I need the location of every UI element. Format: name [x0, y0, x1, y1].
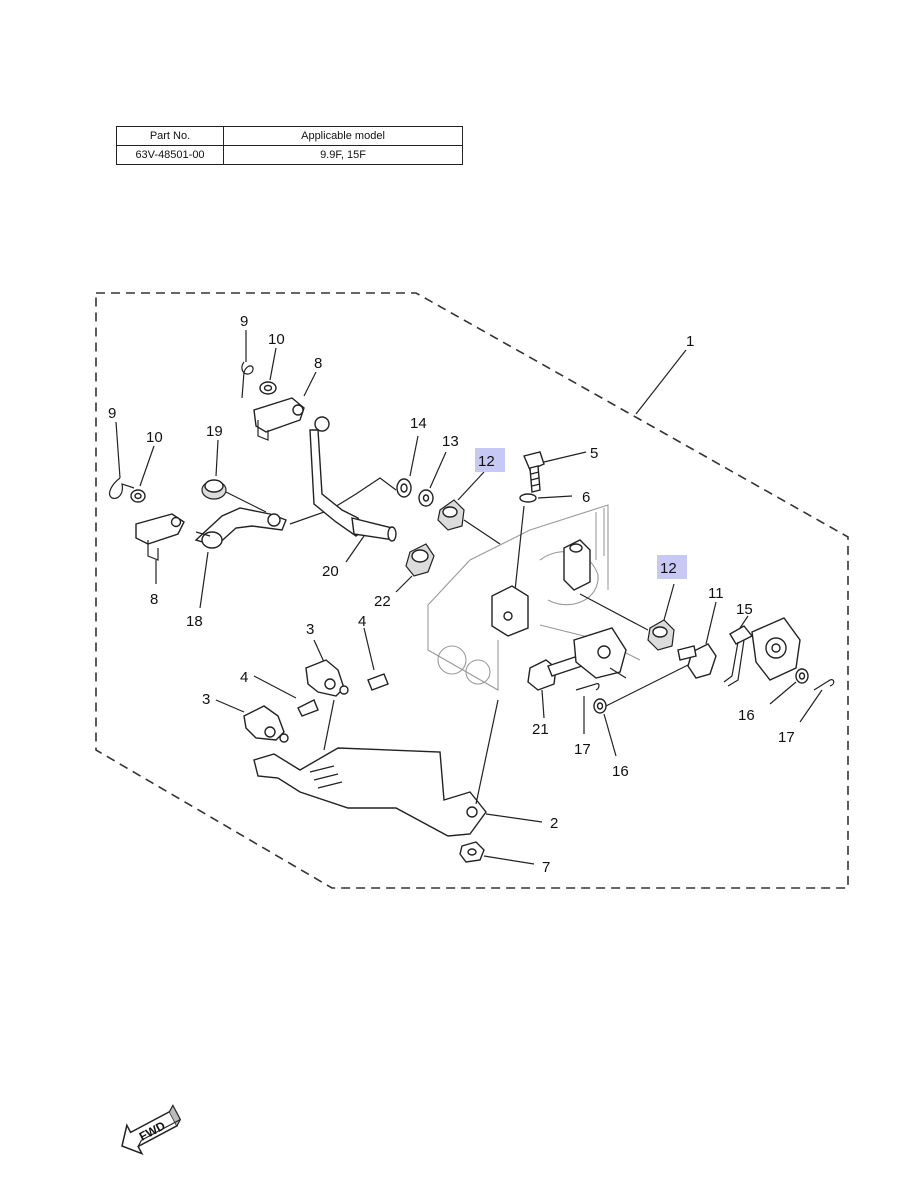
part-17-right [799, 679, 835, 723]
callout-12-lower: 12 [660, 560, 677, 577]
callout-8-left: 8 [150, 591, 158, 608]
callout-7: 7 [542, 859, 550, 876]
callout-15: 15 [736, 601, 753, 618]
callout-9-top: 9 [240, 313, 248, 330]
assembly-boundary [95, 292, 849, 889]
part-20 [309, 416, 397, 563]
part-11 [677, 601, 717, 679]
callout-5: 5 [590, 445, 598, 462]
leader-1 [635, 349, 687, 415]
part-5 [523, 451, 587, 493]
fwd-arrow-icon: FWD [121, 1104, 182, 1155]
callout-16-left: 16 [612, 763, 629, 780]
part-3-upper [305, 639, 349, 697]
highlight-box-12-upper [475, 448, 505, 472]
callout-18: 18 [186, 613, 203, 630]
part-7 [459, 841, 535, 865]
callout-17-right: 17 [778, 729, 795, 746]
callout-11: 11 [708, 585, 724, 602]
engine-housing-outline [427, 504, 641, 691]
part-9-left [108, 421, 135, 499]
part-10-left [130, 445, 155, 503]
part-3-lower [215, 699, 289, 743]
part-8-top [253, 371, 317, 441]
callout-14: 14 [410, 415, 427, 432]
part-12-lower [579, 583, 675, 651]
part-14 [396, 435, 419, 498]
part-22 [395, 543, 435, 593]
part-4-upper [363, 627, 389, 691]
part-17-left [575, 683, 600, 734]
callout-4-lower: 4 [240, 669, 248, 686]
part-12-upper [437, 471, 501, 545]
part-13 [418, 451, 447, 507]
callout-2: 2 [550, 815, 558, 832]
carburettor-lever [751, 617, 801, 681]
callout-22: 22 [374, 593, 391, 610]
callout-4-upper: 4 [358, 613, 366, 630]
callout-21: 21 [532, 721, 549, 738]
callout-8-top: 8 [314, 355, 322, 372]
throttle-linkage [573, 627, 627, 679]
callout-6: 6 [582, 489, 590, 506]
part-8-left [135, 513, 185, 584]
callout-16-right: 16 [738, 707, 755, 724]
callout-13: 13 [442, 433, 459, 450]
cell-applicable-model: 9.9F, 15F [223, 145, 463, 165]
part-19 [201, 439, 267, 513]
callout-19: 19 [206, 423, 223, 440]
part-15 [723, 615, 754, 687]
part-16-left [593, 663, 691, 757]
highlight-box-12-lower [657, 555, 687, 579]
part-6 [513, 493, 573, 601]
part-16-right [769, 668, 809, 705]
callout-9-left: 9 [108, 405, 116, 422]
part-4-lower [253, 675, 319, 717]
callout-10-top: 10 [268, 331, 285, 348]
part-2 [253, 699, 543, 837]
callout-1: 1 [686, 333, 694, 350]
parts-table: Part No. Applicable model 63V-48501-00 9… [116, 126, 463, 165]
callout-20: 20 [322, 563, 339, 580]
callout-17-left: 17 [574, 741, 591, 758]
part-9-top [241, 330, 254, 399]
callout-12-upper: 12 [478, 453, 495, 470]
callout-3-upper: 3 [306, 621, 314, 638]
part-10-top [259, 347, 277, 395]
housing-bracket [491, 539, 591, 637]
cell-part-no: 63V-48501-00 [116, 145, 224, 165]
part-18 [194, 477, 397, 609]
callout-10-left: 10 [146, 429, 163, 446]
callout-3-lower: 3 [202, 691, 210, 708]
table-row: 63V-48501-00 9.9F, 15F [116, 145, 463, 165]
